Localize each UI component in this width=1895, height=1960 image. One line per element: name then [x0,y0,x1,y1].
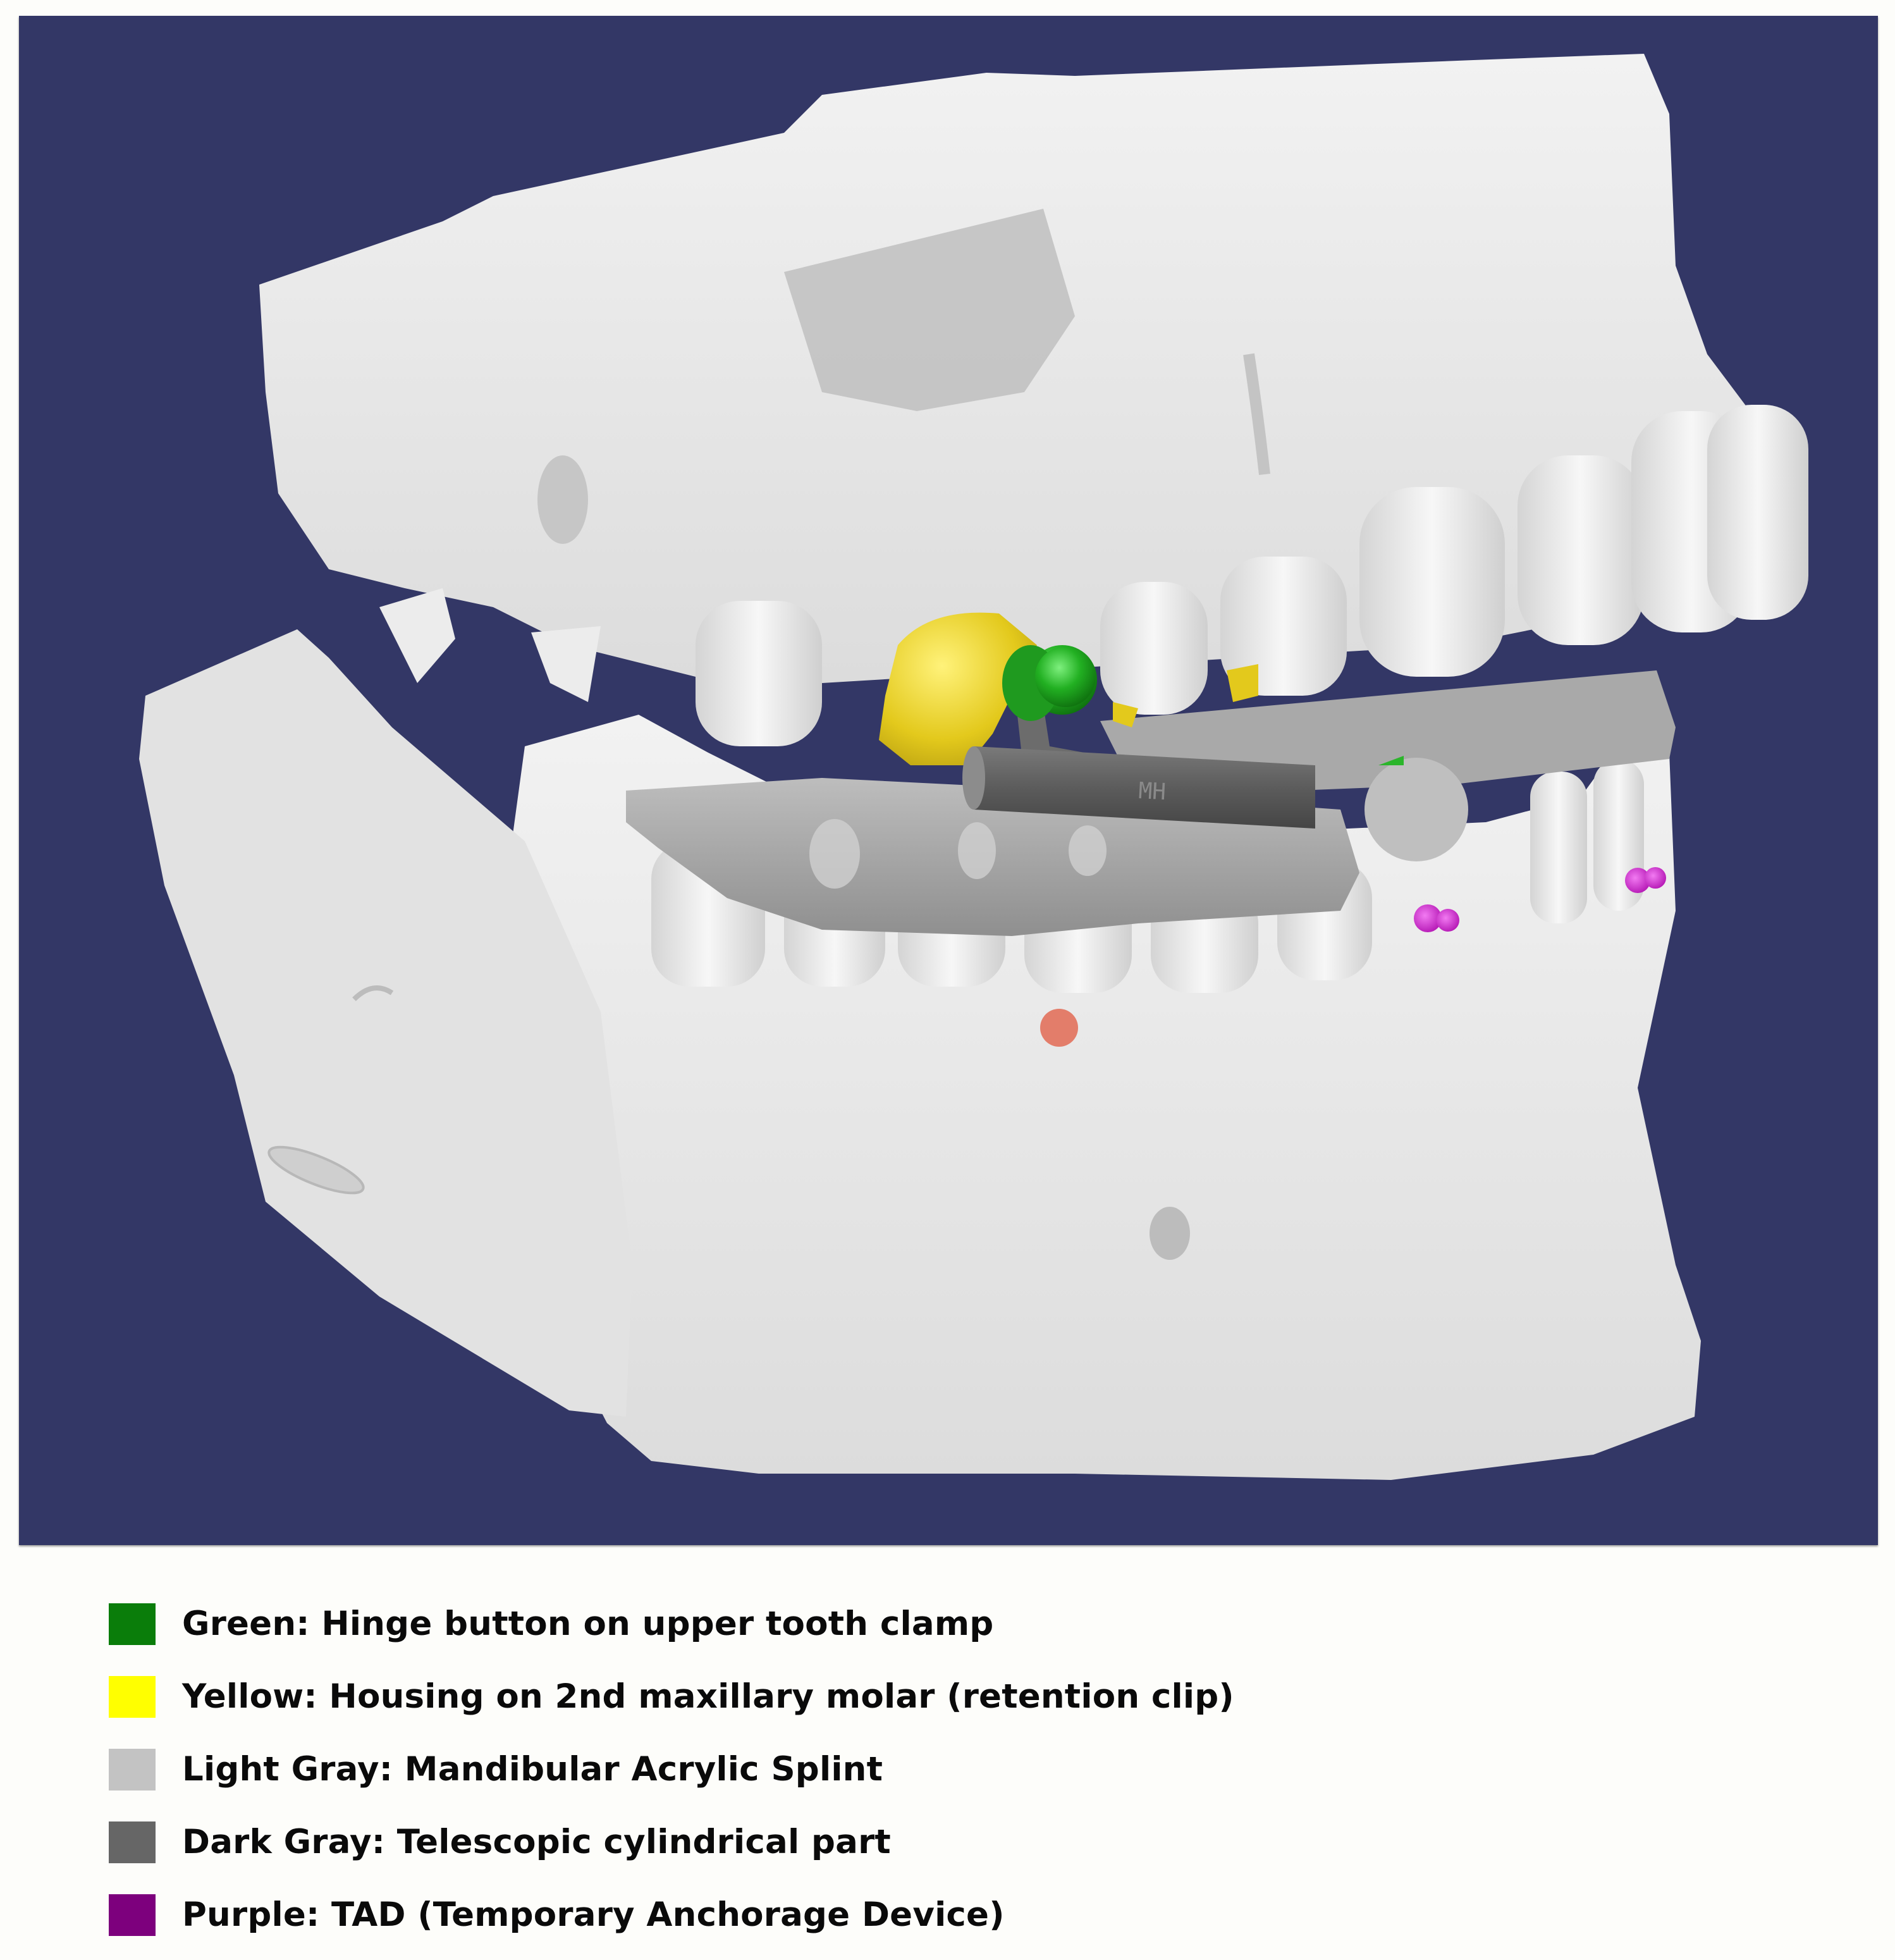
legend-desc: Mandibular Acrylic Splint [404,1750,883,1789]
legend-key: Purple: [182,1895,320,1934]
maxilla-groove [1243,353,1270,475]
splint-highlights [809,819,1107,889]
telescopic-end-disc [1365,758,1468,861]
legend-item-yellow: Yellow: Housing on 2nd maxillary molar (… [109,1660,1234,1733]
color-legend: Green: Hinge button on upper tooth clamp… [109,1587,1234,1951]
green-swatch [109,1603,156,1645]
ramus-notch [352,985,394,1001]
legend-item-green: Green: Hinge button on upper tooth clamp [109,1587,1234,1660]
legend-item-purple: Purple: TAD (Temporary Anchorage Device) [109,1878,1234,1951]
legend-key: Dark Gray: [182,1823,386,1861]
upper-teeth [696,405,1808,746]
legend-desc: Telescopic cylindrical part [396,1823,891,1861]
ramus-slot [267,1145,365,1195]
maxilla-foramen [537,455,588,544]
yellow-housing [879,612,1037,765]
jaw-model-render: MH [139,54,1808,1480]
3d-model-viewport: MH [19,16,1878,1545]
legend-desc: Hinge button on upper tooth clamp [321,1605,994,1643]
telescopic-cylinder-end [962,746,985,810]
tad-1 [1414,904,1459,932]
green-clip-edge [1378,756,1404,765]
upper-left-teeth-2 [531,626,601,702]
yellow-housing-lower [1113,702,1138,727]
maxilla-shadow [784,209,1075,411]
reference-point-marker [1040,1009,1078,1047]
cylinder-engraving: MH [1138,778,1167,805]
telescopic-cylinder [974,746,1315,829]
mental-foramen [1150,1207,1190,1260]
upper-left-teeth [379,588,455,683]
legend-key: Yellow: [182,1677,317,1716]
purple-swatch [109,1894,156,1936]
legend-key: Green: [182,1605,310,1643]
tad-2 [1625,867,1666,893]
mandible-ramus [139,629,632,1417]
legend-desc: Housing on 2nd maxillary molar (retentio… [329,1677,1234,1716]
legend-item-dark-gray: Dark Gray: Telescopic cylindrical part [109,1806,1234,1878]
yellow-swatch [109,1675,156,1718]
dark-gray-swatch [109,1821,156,1863]
green-hinge-front [1035,646,1096,707]
legend-item-light-gray: Light Gray: Mandibular Acrylic Splint [109,1733,1234,1806]
light-gray-swatch [109,1748,156,1791]
legend-key: Light Gray: [182,1750,393,1789]
yellow-housing-right [1227,664,1258,702]
legend-desc: TAD (Temporary Anchorage Device) [331,1895,1005,1934]
